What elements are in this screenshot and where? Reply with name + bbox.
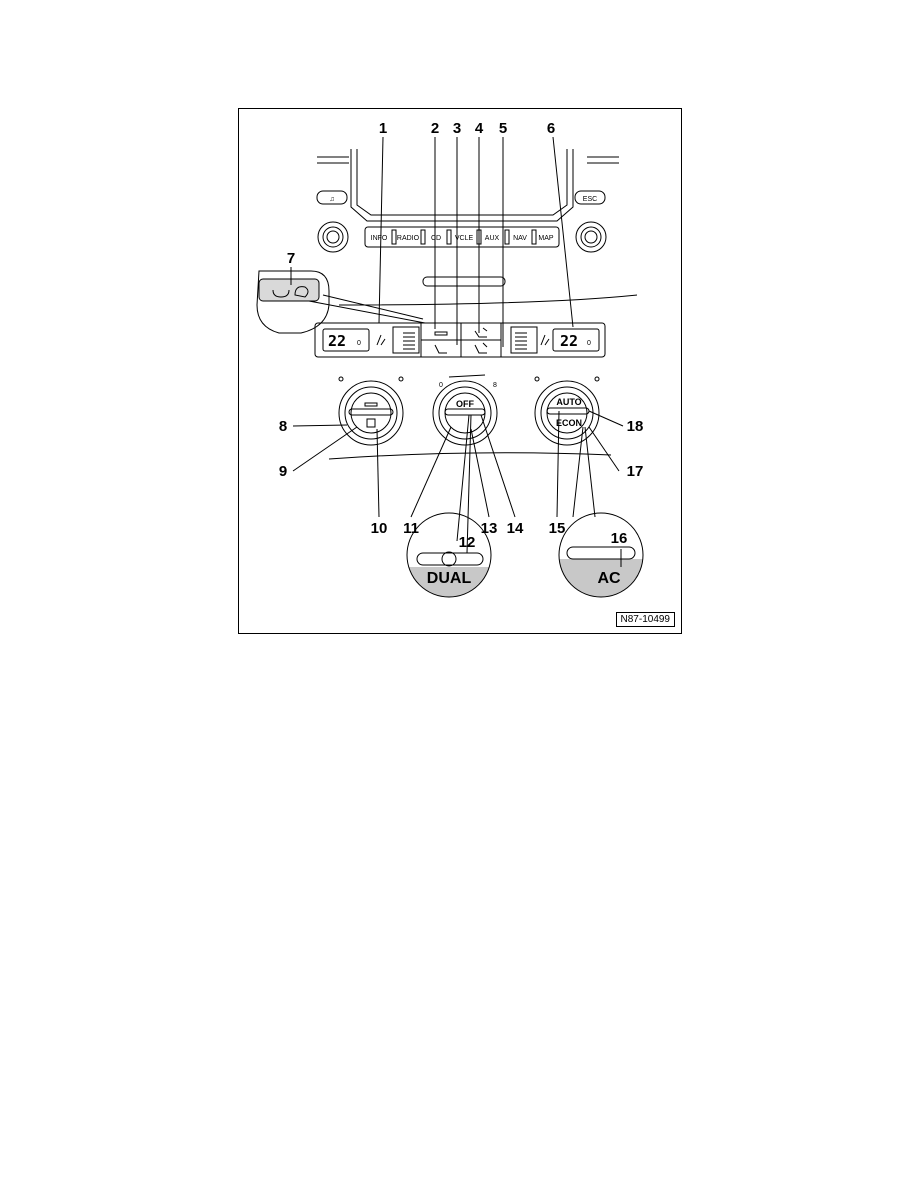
- callout-11: 11: [403, 520, 419, 537]
- lower-body-button[interactable]: [460, 339, 502, 358]
- radio-button[interactable]: RADIO: [397, 235, 420, 242]
- volume-knob[interactable]: [317, 221, 349, 253]
- note-icon: ♫: [329, 196, 334, 203]
- auto-button[interactable]: [546, 407, 590, 415]
- callout-14: 14: [507, 520, 524, 537]
- callout-1: 1: [379, 120, 387, 137]
- right-seat-heat-button[interactable]: [510, 326, 538, 354]
- upper-body-icon: [474, 327, 488, 338]
- callout-5: 5: [499, 120, 507, 137]
- note-button[interactable]: [316, 190, 348, 205]
- cd-slot: [422, 276, 506, 287]
- aux-button[interactable]: AUX: [485, 235, 500, 242]
- fan-min-label: 0: [439, 382, 443, 389]
- callout-18: 18: [627, 418, 644, 435]
- off-label: OFF: [456, 399, 474, 409]
- left-knob[interactable]: [338, 376, 404, 446]
- auto-label: AUTO: [556, 397, 581, 407]
- callout-2: 2: [431, 120, 439, 137]
- esc-button[interactable]: [574, 190, 606, 205]
- recirculation-icon: [272, 289, 290, 298]
- callout-6: 6: [547, 120, 555, 137]
- middle-knob[interactable]: 0 8 OFF: [432, 374, 498, 446]
- left-temp-decimal: 0: [357, 340, 361, 347]
- callout-16: 16: [611, 530, 628, 547]
- ac-label: AC: [597, 570, 621, 587]
- nav-button[interactable]: NAV: [513, 235, 527, 242]
- dual-button[interactable]: [441, 551, 457, 567]
- left-seat-heat-button[interactable]: [392, 326, 420, 354]
- ac-button[interactable]: [566, 546, 636, 560]
- callout-4: 4: [475, 120, 484, 137]
- callout-numbers: 1 2 3 4 5 6 7 8 9 10 11 12 13 14 15 16 1…: [279, 120, 644, 551]
- radio-button-strip: [364, 226, 560, 248]
- recirculation-inset: [256, 270, 426, 334]
- right-temp-display: [552, 328, 600, 352]
- callout-13: 13: [481, 520, 498, 537]
- cd-button[interactable]: CD: [431, 235, 441, 242]
- tune-knob[interactable]: [575, 221, 607, 253]
- climate-control-diagram: ♫ ESC INFO RADIO CD VCLE AUX NAV MAP: [256, 120, 644, 598]
- ac-inset: AC: [558, 512, 644, 598]
- left-temp-display: [322, 328, 370, 352]
- right-temp-decimal: 0: [587, 340, 591, 347]
- footwell-icon: [434, 344, 447, 354]
- lower-body-icon: [474, 342, 488, 354]
- climate-control-figure: ♫ ESC INFO RADIO CD VCLE AUX NAV MAP: [238, 108, 682, 634]
- footwell-button[interactable]: [420, 339, 462, 358]
- left-seat-heat-icon: [376, 334, 386, 346]
- info-button[interactable]: INFO: [371, 235, 388, 242]
- figure-reference: N87-10499: [615, 612, 675, 627]
- callout-12: 12: [459, 534, 476, 551]
- right-seat-heat-icon: [540, 334, 550, 346]
- off-button[interactable]: [444, 408, 486, 416]
- fan-speed-scale: [448, 374, 486, 378]
- max-defrost-icon: [364, 402, 378, 407]
- defrost-icon: [434, 331, 448, 336]
- climatronic-panel: 22 0 22 0: [314, 322, 606, 358]
- callout-15: 15: [549, 520, 566, 537]
- esc-label: ESC: [583, 196, 597, 203]
- callout-17: 17: [627, 463, 644, 480]
- map-button[interactable]: MAP: [538, 235, 554, 242]
- leader-lines: [290, 136, 624, 567]
- fan-max-label: 8: [493, 382, 497, 389]
- vcle-button[interactable]: VCLE: [455, 235, 474, 242]
- callout-8: 8: [279, 418, 287, 435]
- callout-9: 9: [279, 463, 287, 480]
- left-temp-value: 22: [328, 332, 346, 350]
- callout-3: 3: [453, 120, 461, 137]
- dual-inset: DUAL: [406, 512, 492, 598]
- callout-10: 10: [371, 520, 388, 537]
- radio-unit: ♫ ESC INFO RADIO CD VCLE AUX NAV MAP: [316, 149, 619, 253]
- callout-7: 7: [287, 250, 295, 267]
- dual-label: DUAL: [427, 570, 472, 587]
- rear-window-icon: [366, 418, 376, 428]
- econ-label: ECON: [556, 418, 582, 428]
- right-temp-value: 22: [560, 332, 578, 350]
